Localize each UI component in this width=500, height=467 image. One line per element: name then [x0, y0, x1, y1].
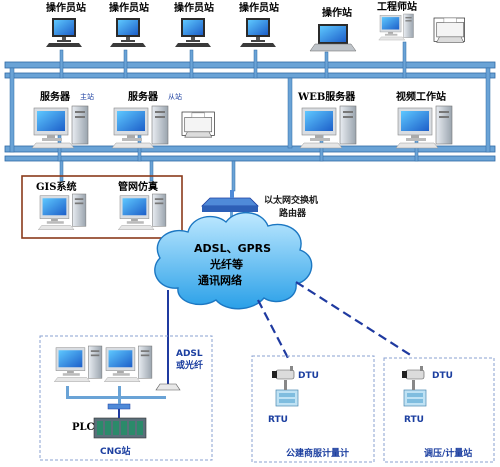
operator-station-1-label: 操作员站 [46, 1, 86, 14]
operator-station-4[interactable]: 操作员站 [239, 1, 279, 47]
cloud-label-1: ADSL、GPRS [194, 242, 271, 255]
remote1-link-line [257, 299, 289, 359]
middle-bus [4, 145, 496, 153]
top-bus [4, 61, 496, 69]
cng-station[interactable]: ADSL 或光纤 PLC CNG站 [53, 345, 203, 457]
server-backup[interactable]: 服务器 从站 [111, 90, 215, 149]
router-icon [201, 197, 259, 207]
remote1-dtu-label: DTU [298, 371, 319, 381]
operator-station-3-label: 操作员站 [174, 1, 214, 14]
cng-adsl-label-2: 或光纤 [176, 359, 203, 371]
pipe-simulation[interactable]: 管网仿真 [117, 180, 167, 231]
ethernet-switch-router[interactable]: 以太网交换机 路由器 [201, 190, 318, 219]
remote-station-2[interactable]: DTU RTU 调压/计量站 [401, 365, 472, 459]
gis-system-label: GIS系统 [36, 180, 76, 193]
pipe-simulation-label: 管网仿真 [118, 180, 158, 193]
cng-station-box [39, 335, 213, 461]
remote2-link-line [295, 281, 413, 357]
operator-laptop[interactable]: 操作站 [309, 6, 357, 52]
server-backup-label: 服务器 [128, 90, 159, 103]
operator-station-4-label: 操作员站 [239, 1, 279, 14]
plc-rack-icon [93, 417, 147, 439]
server-main-tag: 主站 [80, 92, 94, 101]
cng-bus [66, 396, 166, 399]
plc-label: PLC [72, 422, 95, 433]
communication-cloud: ADSL、GPRS 光纤等 通讯网络 [154, 212, 313, 310]
server-backup-tag: 从站 [168, 92, 182, 101]
switch-label-1: 以太网交换机 [264, 194, 318, 206]
operator-station-3[interactable]: 操作员站 [174, 1, 214, 47]
switch-label-2: 路由器 [279, 207, 307, 219]
cloud-label-3: 通讯网络 [198, 273, 242, 287]
operator-station-2[interactable]: 操作员站 [109, 1, 149, 47]
server-printer-icon [181, 111, 215, 138]
engineer-station[interactable]: 工程师站 [377, 0, 465, 43]
remote1-box [251, 355, 375, 463]
video-workstation-label: 视频工作站 [396, 90, 446, 103]
modem-icon [155, 383, 181, 391]
printer-icon [433, 17, 465, 43]
remote1-rtu-label: RTU [268, 415, 288, 425]
cng-adsl-label-1: ADSL [176, 349, 203, 359]
cng-station-name: CNG站 [100, 445, 131, 457]
engineer-station-label: 工程师站 [377, 0, 417, 13]
top-bus-2 [4, 72, 496, 79]
remote2-box [383, 357, 495, 463]
cloud-label-2: 光纤等 [209, 257, 243, 271]
operator-laptop-label: 操作站 [322, 6, 352, 19]
video-workstation[interactable]: 视频工作站 [395, 90, 453, 149]
remote2-dtu-label: DTU [432, 371, 453, 381]
web-server-label: WEB服务器 [297, 90, 356, 103]
remote2-rtu-label: RTU [404, 415, 424, 425]
operator-station-1[interactable]: 操作员站 [46, 1, 86, 47]
simulation-group-box [21, 175, 183, 239]
remote1-name: 公建商服计量计 [286, 447, 349, 459]
middle-bus-2 [4, 155, 496, 162]
server-main-label: 服务器 [40, 90, 71, 103]
operator-station-2-label: 操作员站 [109, 1, 149, 14]
remote-station-1[interactable]: DTU RTU 公建商服计量计 [268, 365, 349, 459]
cng-switch-icon [107, 403, 131, 410]
server-main[interactable]: 服务器 主站 [31, 90, 94, 149]
remote2-name: 调压/计量站 [424, 447, 472, 459]
gis-system[interactable]: GIS系统 [36, 180, 87, 231]
web-server[interactable]: WEB服务器 [297, 90, 357, 149]
